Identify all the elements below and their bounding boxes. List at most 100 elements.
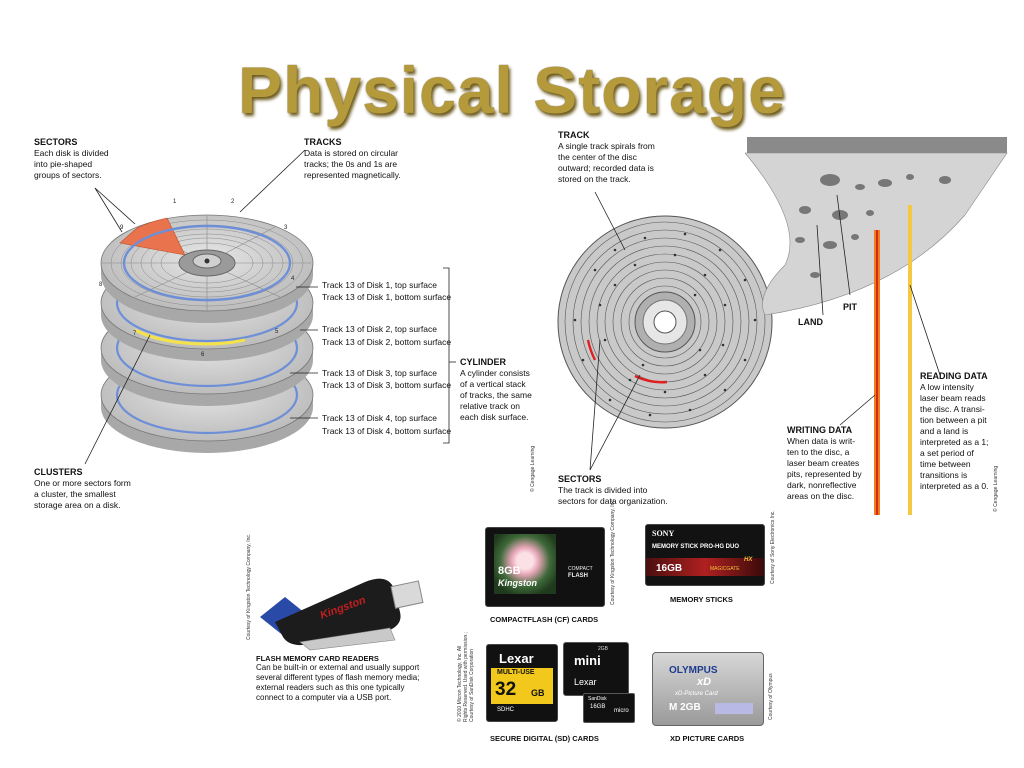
optical-leader-lines xyxy=(589,191,641,471)
pit-land-closeup xyxy=(745,137,1008,515)
reading-text-2: laser beam reads xyxy=(920,393,986,403)
land-label: LAND xyxy=(798,317,823,327)
reader-credit: Courtesy of Kingston Technology Company,… xyxy=(246,533,252,640)
reading-text-1: A low intensity xyxy=(920,382,974,392)
optical-disc xyxy=(557,215,773,429)
writing-text-6: areas on the disc. xyxy=(787,491,855,501)
sectors-text-1: Each disk is divided xyxy=(34,148,109,158)
reader-text-4: connect to a computer via a USB port. xyxy=(256,693,392,702)
ms-magic: MAGICGATE xyxy=(710,566,740,572)
optical-sectors-heading: SECTORS xyxy=(558,474,602,484)
sector-number: 9 xyxy=(120,225,124,231)
optical-track-text-1: A single track spirals from xyxy=(558,141,655,151)
tracks-text-1: Data is stored on circular xyxy=(304,148,399,158)
compactflash-card: 8GB Kingston COMPACT FLASH xyxy=(485,527,605,607)
ms-model: MEMORY STICK PRO-HG DUO xyxy=(652,544,740,550)
microsd-card: SanDisk 16GB micro xyxy=(583,693,635,723)
sector-arc-1 xyxy=(586,339,597,361)
cylinder-text-4: relative track on xyxy=(460,401,520,411)
reading-text-7: a set period of xyxy=(920,448,974,458)
cylinder-text-1: A cylinder consists xyxy=(460,368,530,378)
sector-number: 5 xyxy=(275,329,279,335)
reading-data-label: READING DATA A low intensity laser beam … xyxy=(920,371,1000,492)
optical-track-text-4: stored on the track. xyxy=(558,174,631,184)
writing-text-5: dark, nonreflective xyxy=(787,480,857,490)
clusters-text-2: a cluster, the smallest xyxy=(34,489,116,499)
track-label: Track 13 of Disk 2, top surface xyxy=(322,324,437,334)
minisd-card: 2GB mini Lexar xyxy=(563,642,629,696)
ms-caption: MEMORY STICKS xyxy=(670,595,733,604)
card-reader-image: Kingston xyxy=(260,578,424,651)
track-label: Track 13 of Disk 4, bottom surface xyxy=(322,426,452,436)
micro-size: 16GB xyxy=(590,704,606,710)
sector-number: 7 xyxy=(133,331,137,337)
micro-brand: SanDisk xyxy=(588,696,607,702)
clusters-heading: CLUSTERS xyxy=(34,467,83,477)
optical-credit: © Cengage Learning xyxy=(993,465,999,512)
tracks-heading: TRACKS xyxy=(304,137,342,147)
disk-leader-lines xyxy=(84,149,456,465)
xd-credit: Courtesy of Olympus xyxy=(768,673,774,720)
sector-number: 3 xyxy=(284,225,288,231)
sd-sdhc: SDHC xyxy=(497,707,515,713)
track-label: Track 13 of Disk 4, top surface xyxy=(322,413,437,423)
reader-text-3: external readers such as this one typica… xyxy=(256,683,405,692)
optical-track-text-3: outward; recorded data is xyxy=(558,163,654,173)
tracks-label: TRACKS Data is stored on circular tracks… xyxy=(304,137,454,181)
cylinder-text-5: each disk surface. xyxy=(460,412,529,422)
cylinder-text-2: of a vertical stack xyxy=(460,379,526,389)
disk-credit: © Cengage Learning xyxy=(530,445,536,492)
xd-brand: OLYMPUS xyxy=(669,665,718,676)
reading-text-6: interpreted as a 1; xyxy=(920,437,989,447)
sectors-text-3: groups of sectors. xyxy=(34,170,102,180)
sd-gb: GB xyxy=(531,688,545,698)
cf-credit: Courtesy of Kingston Technology Company,… xyxy=(610,498,616,605)
writing-heading: WRITING DATA xyxy=(787,425,853,435)
reading-text-9: transitions is xyxy=(920,470,968,480)
reader-heading: FLASH MEMORY CARD READERS xyxy=(256,654,379,663)
optical-track-label: TRACK A single track spirals from the ce… xyxy=(558,130,688,185)
track-label: Track 13 of Disk 3, top surface xyxy=(322,368,437,378)
writing-data-label: WRITING DATA When data is writ- ten to t… xyxy=(787,425,877,502)
sector-number: 4 xyxy=(291,276,295,282)
ms-credit: Courtesy of Sony Electronics Inc. xyxy=(770,510,776,584)
mini-size: 2GB xyxy=(598,646,609,652)
cluster-highlight xyxy=(134,328,246,346)
ms-brand: SONY xyxy=(652,529,675,538)
disk-platter-stack: 1 2 3 4 5 6 7 8 9 xyxy=(99,199,314,453)
xd-logo: xD xyxy=(697,676,712,688)
sd-caption: SECURE DIGITAL (SD) CARDS xyxy=(490,734,599,743)
reading-text-10: interpreted as a 0. xyxy=(920,481,989,491)
writing-text-2: ten to the disc, a xyxy=(787,447,850,457)
clusters-text-1: One or more sectors form xyxy=(34,478,131,488)
track-label: Track 13 of Disk 1, bottom surface xyxy=(322,292,452,302)
track-label: Track 13 of Disk 2, bottom surface xyxy=(322,337,452,347)
reader-text-2: several different types of flash memory … xyxy=(256,673,420,682)
reading-text-8: time between xyxy=(920,459,971,469)
tracks-text-2: tracks; the 0s and 1s are xyxy=(304,159,398,169)
sector-number: 2 xyxy=(231,199,235,205)
pit-label: PIT xyxy=(843,302,858,312)
optical-sectors-text-2: sectors for data organization. xyxy=(558,496,668,506)
tracks-text-3: represented magnetically. xyxy=(304,170,401,180)
sd-band xyxy=(491,668,553,704)
platter-1 xyxy=(100,214,314,323)
sector-number: 1 xyxy=(173,199,177,205)
cf-size: 8GB xyxy=(498,565,521,577)
sd-brand: Lexar xyxy=(499,651,534,666)
writing-text-1: When data is writ- xyxy=(787,436,856,446)
sector-number: 6 xyxy=(201,352,205,358)
ms-band xyxy=(646,558,764,576)
writing-text-4: pits, represented by xyxy=(787,469,862,479)
cylinder-text-3: of tracks, the same xyxy=(460,390,532,400)
optical-track-heading: TRACK xyxy=(558,130,590,140)
cf-type-1: COMPACT xyxy=(568,566,593,572)
clusters-label: CLUSTERS One or more sectors form a clus… xyxy=(34,467,154,511)
sd-size: 32 xyxy=(495,679,517,700)
reader-text-1: Can be built-in or external and usually … xyxy=(256,663,420,672)
xd-card: OLYMPUS xD xD-Picture Card M 2GB xyxy=(652,652,764,726)
reading-heading: READING DATA xyxy=(920,371,988,381)
sd-card: Lexar MULTI-USE 32 GB SDHC xyxy=(486,644,558,722)
optical-track-text-2: the center of the disc xyxy=(558,152,637,162)
sector-arc-2 xyxy=(634,374,668,384)
